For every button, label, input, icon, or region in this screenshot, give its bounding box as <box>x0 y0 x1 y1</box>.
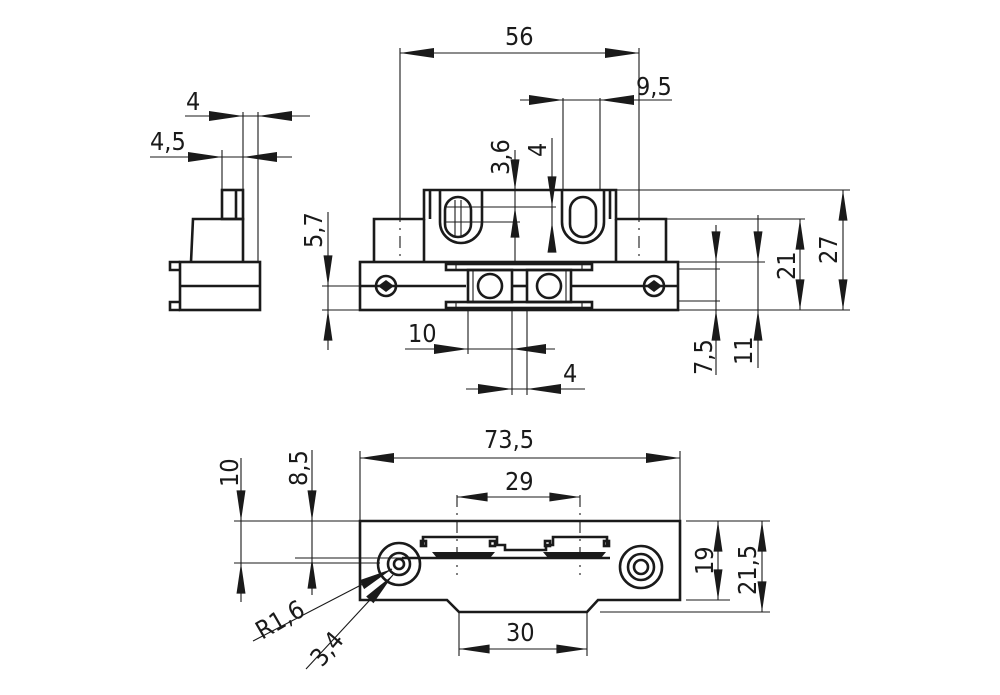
dim-top-10: 10 <box>215 458 244 487</box>
top-view: 73,5 29 10 8,5 19 21,5 R1,6 <box>215 425 770 672</box>
dim-top-19: 19 <box>690 546 719 575</box>
mount-left <box>376 541 422 587</box>
dim-front-27: 27 <box>814 235 843 264</box>
top-outline <box>358 519 682 614</box>
roller-right <box>535 272 563 300</box>
side-view: 4 4,5 <box>150 87 310 312</box>
dim-top-3-4: 3,4 <box>304 626 349 672</box>
dim-top-8-5: 8,5 <box>284 450 313 486</box>
dim-front-9-5: 9,5 <box>636 72 672 101</box>
screw-left <box>374 274 398 298</box>
dim-front-10: 10 <box>408 319 437 348</box>
dim-front-4-slot: 4 <box>523 143 552 157</box>
screw-right <box>642 274 666 298</box>
dim-front-4-gap: 4 <box>563 359 577 388</box>
dim-front-56: 56 <box>505 22 534 51</box>
dim-side-4-5: 4,5 <box>150 127 186 156</box>
dim-top-30: 30 <box>506 618 535 647</box>
dim-side-4: 4 <box>186 87 200 116</box>
front-view: 56 9,5 3,6 4 5,7 10 <box>299 22 850 395</box>
dim-front-21: 21 <box>772 251 801 280</box>
dim-top-29: 29 <box>505 467 534 496</box>
mount-right <box>618 544 664 590</box>
slot-left <box>443 195 473 239</box>
dim-front-11: 11 <box>729 336 758 365</box>
slot-right <box>568 195 598 239</box>
dim-front-7-5: 7,5 <box>689 339 718 375</box>
dim-top-21-5: 21,5 <box>733 545 762 595</box>
dim-front-5-7: 5,7 <box>299 212 328 248</box>
roller-left <box>476 272 504 300</box>
front-housing <box>372 188 668 262</box>
dim-top-73-5: 73,5 <box>484 425 534 454</box>
dim-front-3-6: 3,6 <box>486 139 515 175</box>
